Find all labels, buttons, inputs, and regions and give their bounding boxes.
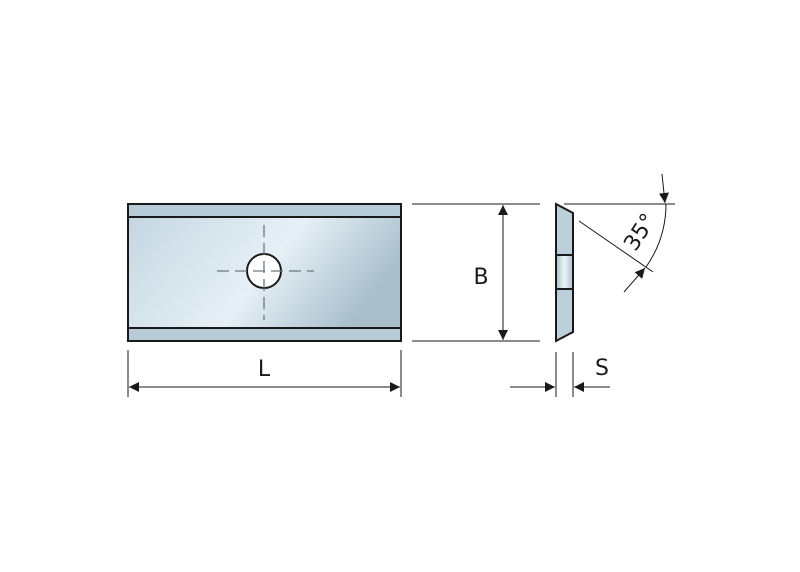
top-bevel-strip: [127, 203, 402, 218]
label-angle: 35°: [619, 209, 661, 255]
dimension-angle: [564, 173, 675, 293]
dimension-S: [510, 352, 610, 397]
front-view: [127, 203, 402, 342]
bottom-bevel-strip: [127, 327, 402, 342]
label-L: L: [258, 357, 271, 382]
side-view: [555, 202, 574, 343]
center-lines: [217, 225, 314, 320]
label-B: B: [473, 265, 488, 290]
hole-band: [555, 254, 574, 290]
dimension-L: [127, 350, 402, 397]
dimension-B: [412, 203, 540, 342]
label-S: S: [595, 356, 609, 381]
